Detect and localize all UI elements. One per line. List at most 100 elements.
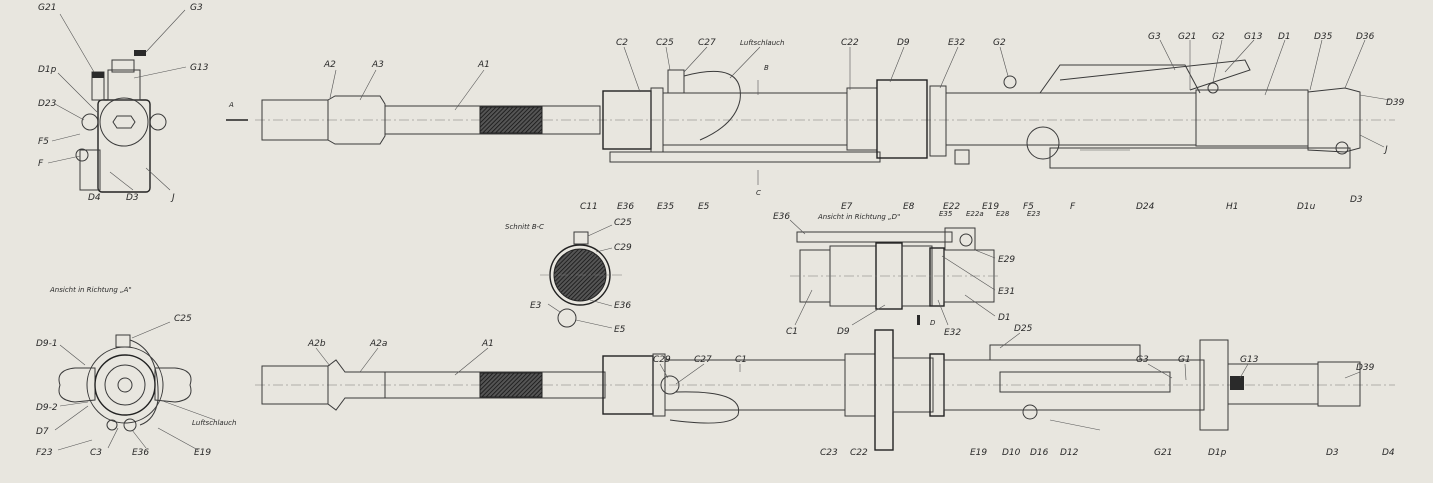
label: E19 xyxy=(194,448,211,458)
label: D1p xyxy=(1208,448,1227,458)
label: C1 xyxy=(786,327,798,337)
label: E23 xyxy=(1027,210,1040,218)
label: D9 xyxy=(837,327,850,337)
label: D1 xyxy=(998,313,1011,323)
label: E29 xyxy=(998,255,1015,265)
label: D1 xyxy=(1278,32,1291,42)
label: D3 xyxy=(1350,195,1363,205)
label: G3 xyxy=(1148,32,1161,42)
top-view: A xyxy=(226,32,1405,212)
label: D4 xyxy=(88,193,101,203)
view-d: Ansicht in Richtung „D" E36 E35 E22a E28… xyxy=(773,210,1040,338)
label: C29 xyxy=(614,243,632,253)
label: F xyxy=(38,159,44,169)
label: E36 xyxy=(614,301,631,311)
label: E19 xyxy=(982,202,999,212)
label: Luftschlauch xyxy=(740,39,784,47)
section-bc-caption: Schnitt B-C xyxy=(505,223,544,231)
label: E7 xyxy=(841,202,853,212)
label: D9 xyxy=(897,38,910,48)
label: C23 xyxy=(820,448,838,458)
label: Luftschlauch xyxy=(192,419,236,427)
label: E8 xyxy=(903,202,915,212)
label: G21 xyxy=(1178,32,1196,42)
arrow-label: A xyxy=(228,101,234,109)
label: C25 xyxy=(174,314,192,324)
label: C2 xyxy=(616,38,628,48)
label: C27 xyxy=(698,38,716,48)
view-d-caption: Ansicht in Richtung „D" xyxy=(817,213,900,221)
label: D1p xyxy=(38,65,57,75)
label: E5 xyxy=(614,325,626,335)
label: A1 xyxy=(481,339,494,349)
label: D24 xyxy=(1136,202,1155,212)
label: G1 xyxy=(1178,355,1191,365)
label: D4 xyxy=(1382,448,1395,458)
label: D9-2 xyxy=(36,403,58,413)
label: E3 xyxy=(530,301,542,311)
label: D3 xyxy=(1326,448,1339,458)
label: G3 xyxy=(190,3,203,13)
label: F5 xyxy=(38,137,49,147)
label: C22 xyxy=(850,448,868,458)
front-view: G21 G3 D1p G13 D23 F5 F D4 D3 J xyxy=(38,3,209,203)
label: C27 xyxy=(694,355,712,365)
label: G2 xyxy=(1212,32,1225,42)
label: D23 xyxy=(38,99,57,109)
label: C11 xyxy=(580,202,598,212)
label: D10 xyxy=(1002,448,1021,458)
view-a: Ansicht in Richtung „A" C25 D9-1 D9-2 D7… xyxy=(36,286,236,458)
section-bc: Schnitt B-C C25 C29 E3 E36 E5 xyxy=(505,218,632,335)
label: E35 xyxy=(657,202,674,212)
label: E32 xyxy=(948,38,965,48)
label: A2 xyxy=(323,60,336,70)
label: E5 xyxy=(698,202,710,212)
label: G21 xyxy=(1154,448,1172,458)
label: E36 xyxy=(132,448,149,458)
label: A2b xyxy=(307,339,326,349)
label: D16 xyxy=(1030,448,1049,458)
section-mark-c: C xyxy=(756,189,761,197)
label: G13 xyxy=(190,63,209,73)
label: D39 xyxy=(1386,98,1405,108)
label: D35 xyxy=(1314,32,1333,42)
label: C22 xyxy=(841,38,859,48)
label: H1 xyxy=(1226,202,1239,212)
label: D25 xyxy=(1014,324,1033,334)
view-a-caption: Ansicht in Richtung „A" xyxy=(49,286,132,294)
label: A3 xyxy=(371,60,384,70)
label: F xyxy=(1070,202,1076,212)
label: G2 xyxy=(993,38,1006,48)
label: D39 xyxy=(1356,363,1375,373)
label: E32 xyxy=(944,328,961,338)
label: E31 xyxy=(998,287,1015,297)
label: E19 xyxy=(970,448,987,458)
label: G13 xyxy=(1240,355,1259,365)
label: C3 xyxy=(90,448,102,458)
label: D xyxy=(930,319,936,327)
label: C1 xyxy=(735,355,747,365)
side-view: A2b A2a A1 C29 C27 C1 D25 G3 G1 G13 D39 … xyxy=(255,324,1395,458)
label: A1 xyxy=(477,60,490,70)
label: C25 xyxy=(656,38,674,48)
label: D1u xyxy=(1297,202,1316,212)
label: F5 xyxy=(1023,202,1034,212)
label: A2a xyxy=(369,339,387,349)
label: G13 xyxy=(1244,32,1263,42)
label: J xyxy=(170,193,175,203)
label: E22a xyxy=(966,210,984,218)
label: C29 xyxy=(653,355,671,365)
label: D3 xyxy=(126,193,139,203)
section-mark-b: B xyxy=(764,64,769,72)
label: D7 xyxy=(36,427,49,437)
label: J xyxy=(1383,145,1388,155)
label: E22 xyxy=(943,202,960,212)
label: G21 xyxy=(38,3,56,13)
label: E36 xyxy=(617,202,634,212)
label: E35 xyxy=(939,210,953,218)
label: E28 xyxy=(996,210,1010,218)
label: G3 xyxy=(1136,355,1149,365)
label: E36 xyxy=(773,212,790,222)
label: F23 xyxy=(36,448,53,458)
